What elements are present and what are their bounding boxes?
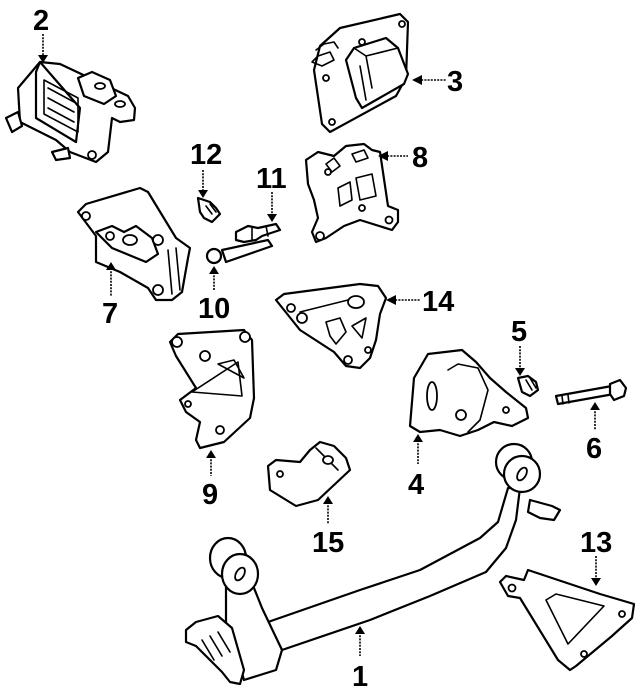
part-6-bolt[interactable] bbox=[554, 378, 628, 406]
arrowhead bbox=[209, 266, 219, 274]
arrowhead bbox=[386, 295, 396, 305]
callout-2: 2 bbox=[33, 5, 49, 63]
callout-label: 4 bbox=[408, 469, 424, 501]
arrowhead bbox=[378, 151, 388, 161]
arrowhead bbox=[413, 434, 423, 442]
callout-6: 6 bbox=[586, 402, 602, 465]
callout-label: 8 bbox=[412, 142, 428, 174]
callout-14: 14 bbox=[386, 286, 454, 318]
part-14-bracket[interactable] bbox=[274, 282, 388, 370]
part-12-bolt[interactable] bbox=[196, 196, 222, 224]
callout-11: 11 bbox=[256, 163, 287, 222]
callout-label: 14 bbox=[422, 286, 454, 318]
callout-4: 4 bbox=[408, 434, 424, 501]
callout-label: 15 bbox=[312, 527, 344, 559]
callout-10: 10 bbox=[198, 266, 230, 325]
callout-8: 8 bbox=[378, 142, 428, 174]
part-1-crossmember[interactable] bbox=[184, 442, 562, 686]
arrowhead bbox=[591, 578, 601, 586]
callout-label: 10 bbox=[198, 293, 230, 325]
arrowhead bbox=[106, 262, 116, 270]
arrowhead bbox=[590, 402, 600, 410]
callout-label: 9 bbox=[202, 479, 218, 511]
part-15-heat-shield[interactable] bbox=[266, 440, 352, 508]
callout-label: 11 bbox=[256, 163, 287, 195]
callout-12: 12 bbox=[190, 139, 222, 198]
arrowhead bbox=[323, 496, 333, 504]
callout-7: 7 bbox=[102, 262, 118, 330]
callout-label: 5 bbox=[511, 316, 527, 348]
arrowhead bbox=[412, 75, 422, 85]
callout-label: 1 bbox=[352, 661, 368, 692]
arrowhead bbox=[267, 214, 277, 222]
callout-label: 3 bbox=[447, 66, 463, 98]
arrowhead bbox=[38, 55, 48, 63]
part-2-transmission-mount[interactable] bbox=[4, 60, 137, 164]
callout-15: 15 bbox=[312, 496, 344, 559]
callout-label: 13 bbox=[580, 527, 612, 559]
part-7-bracket[interactable] bbox=[76, 186, 192, 302]
callout-13: 13 bbox=[580, 527, 612, 586]
part-13-support-bracket[interactable] bbox=[498, 568, 636, 672]
callout-label: 7 bbox=[102, 298, 118, 330]
part-4-bracket[interactable] bbox=[408, 348, 530, 438]
part-3-engine-mount[interactable] bbox=[311, 12, 410, 134]
callout-label: 12 bbox=[190, 139, 222, 171]
part-9-bracket[interactable] bbox=[168, 328, 256, 450]
callout-label: 2 bbox=[33, 5, 49, 37]
callout-1: 1 bbox=[352, 626, 368, 692]
callout-3: 3 bbox=[412, 66, 463, 98]
part-5-bolt[interactable] bbox=[516, 374, 540, 398]
callout-label: 6 bbox=[586, 433, 602, 465]
arrowhead bbox=[206, 450, 216, 458]
part-11-stud[interactable] bbox=[234, 222, 282, 244]
part-10-bolt[interactable] bbox=[205, 238, 274, 265]
part-8-bracket[interactable] bbox=[304, 142, 400, 244]
arrowhead bbox=[198, 190, 208, 198]
arrowhead bbox=[355, 626, 365, 634]
callout-9: 9 bbox=[202, 450, 218, 511]
callout-5: 5 bbox=[511, 316, 527, 376]
arrowhead bbox=[515, 368, 525, 376]
